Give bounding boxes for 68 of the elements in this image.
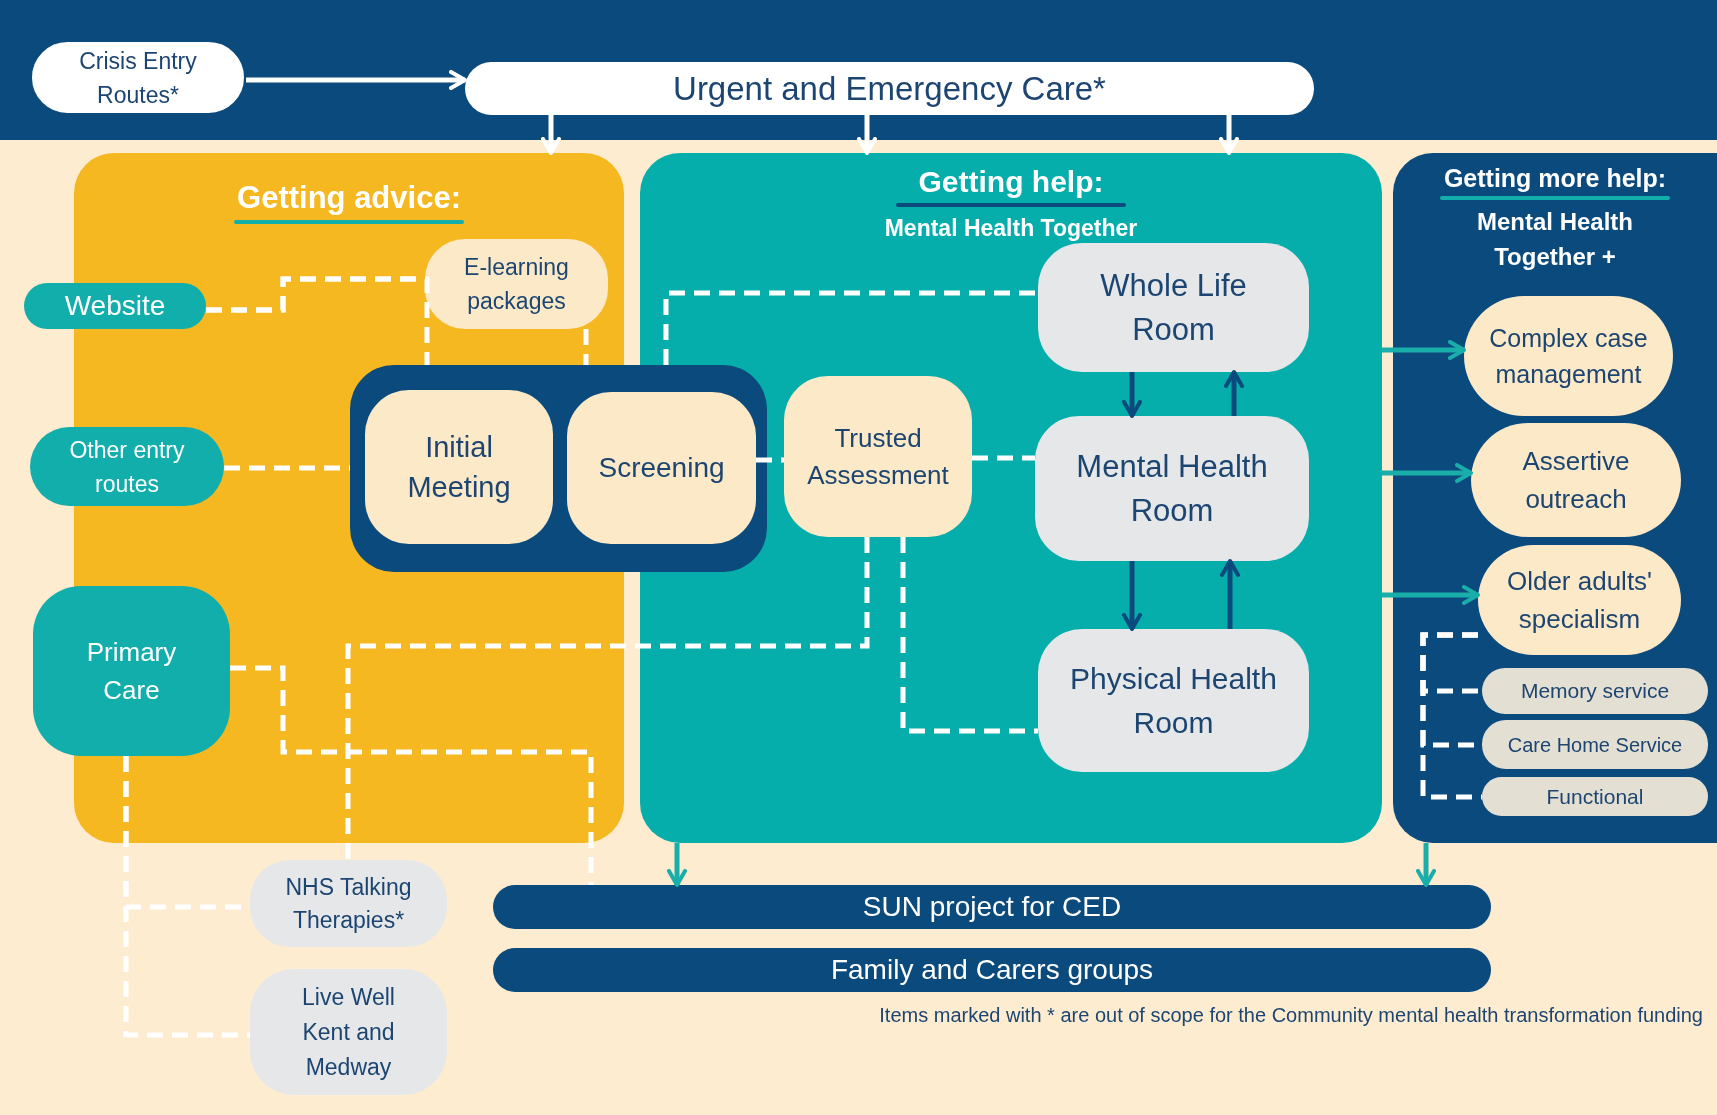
node-label: Care Home Service [1507, 732, 1683, 758]
node-label: NHS Talking Therapies* [284, 872, 413, 935]
dashed-connector [583, 329, 589, 365]
stage-panel [1393, 153, 1717, 843]
resource-pill [425, 239, 608, 329]
service-pill [1482, 668, 1708, 714]
node-label: Memory service [1520, 678, 1670, 705]
arrow [246, 70, 467, 90]
panel-heading: Getting help: [918, 164, 1104, 200]
arrow [667, 843, 687, 887]
node-label: Screening [598, 451, 725, 485]
node-label: Older adults' specialism [1505, 565, 1654, 636]
process-box [365, 390, 553, 544]
node-label: Assertive outreach [1521, 445, 1631, 516]
node-label: Primary Care [85, 636, 178, 707]
panel-heading: Getting more help: [1443, 163, 1667, 194]
node-label: Other entry routes [68, 435, 186, 499]
node-label: Website [64, 289, 166, 323]
dashed-connector [1420, 632, 1482, 800]
dashed-connector [663, 290, 1038, 365]
service-pill [1482, 777, 1708, 816]
node-label: E-learning packages [463, 253, 570, 316]
dashed-connector [900, 537, 1038, 734]
dashed-connector [345, 537, 870, 860]
process-pill [465, 62, 1314, 115]
panel-subtitle: Mental Health Together [884, 213, 1138, 243]
node-label: Physical Health Room [1069, 660, 1278, 741]
arrow [1224, 370, 1244, 416]
service-pill [1482, 720, 1708, 769]
arrow [1219, 115, 1239, 155]
node-label: SUN project for CED [862, 890, 1122, 924]
room-box [1035, 416, 1309, 561]
node-label: Whole Life Room [1099, 266, 1248, 349]
node-label: Initial Meeting [406, 430, 512, 505]
node-label: Mental Health Room [1075, 447, 1269, 530]
programme-bar [493, 885, 1491, 929]
dashed-connector [206, 276, 430, 365]
entry-pill [24, 283, 206, 329]
arrow [541, 115, 561, 155]
node-label: Functional [1546, 783, 1644, 810]
arrow [1382, 585, 1480, 605]
service-box [250, 969, 447, 1095]
entry-box [33, 586, 230, 756]
panel-subtitle: Mental Health Together + [1476, 207, 1634, 273]
node-label: Live Well Kent and Medway [301, 982, 396, 1082]
arrow [1382, 463, 1473, 483]
room-box [1038, 243, 1309, 372]
arrow [857, 115, 877, 155]
arrow [1220, 559, 1240, 629]
panel-heading: Getting advice: [237, 179, 461, 217]
dashed-connector [972, 455, 1035, 461]
arrow [1122, 372, 1142, 418]
programme-bar [493, 948, 1491, 992]
node-label: Family and Carers groups [830, 953, 1154, 987]
footnote: Items marked with * are out of scope for the Community mental health transformation funding [879, 1003, 1703, 1028]
dashed-connector [230, 665, 594, 885]
dashed-connector [224, 465, 350, 471]
node-label: Trusted Assessment [806, 421, 950, 492]
dashed-connector [123, 756, 250, 1038]
node-label: Urgent and Emergency Care* [673, 68, 1106, 109]
arrow [1382, 340, 1466, 360]
arrow [1122, 561, 1142, 631]
node-label: Complex case management [1488, 323, 1649, 390]
process-box [784, 376, 972, 537]
node-label: Crisis Entry Routes* [78, 46, 198, 110]
arrow [1416, 843, 1436, 887]
dashed-connector [756, 457, 784, 463]
room-box [1038, 629, 1309, 772]
